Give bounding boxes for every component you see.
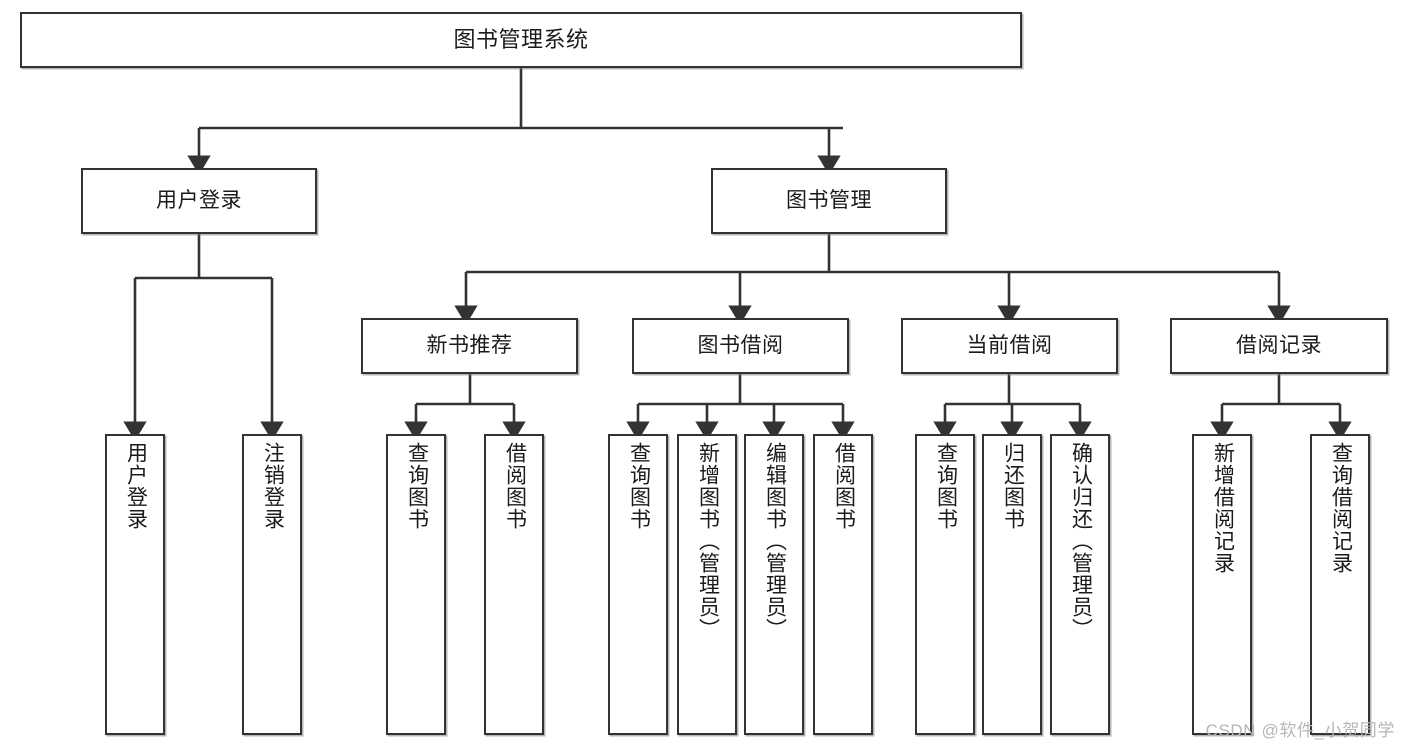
node-label: 当前借阅 <box>966 333 1053 357</box>
watermark: CSDN @软件_小贺同学 <box>1205 721 1395 740</box>
node-leaf-cur-confirm-return[interactable]: 确认归还（管理员） <box>1050 434 1110 735</box>
node-branch-current-borrow[interactable]: 当前借阅 <box>901 318 1118 374</box>
node-leaf-cur-return-book[interactable]: 归还图书 <box>982 434 1042 735</box>
node-leaf-borrow-edit-book[interactable]: 编辑图书（管理员） <box>744 434 804 735</box>
node-label: 用户登录 <box>124 442 148 530</box>
node-leaf-rec-query-book[interactable]: 查询图书 <box>386 434 446 735</box>
node-label: 查询借阅记录 <box>1329 442 1353 574</box>
node-label: 借阅图书 <box>832 442 856 530</box>
node-branch-new-book-rec[interactable]: 新书推荐 <box>361 318 578 374</box>
node-leaf-borrow-add-book[interactable]: 新增图书（管理员） <box>677 434 737 735</box>
node-label: 图书管理系统 <box>453 27 589 53</box>
node-leaf-rec-add-record[interactable]: 新增借阅记录 <box>1192 434 1252 735</box>
node-leaf-user-logout[interactable]: 注销登录 <box>242 434 302 735</box>
node-branch-book-borrow[interactable]: 图书借阅 <box>632 318 849 374</box>
node-label: 图书管理 <box>786 188 872 212</box>
node-label: 查询图书 <box>934 442 958 530</box>
node-root[interactable]: 图书管理系统 <box>20 12 1022 68</box>
node-label: 新增图书（管理员） <box>696 442 720 640</box>
node-branch-user-login[interactable]: 用户登录 <box>81 168 317 234</box>
node-label: 归还图书 <box>1001 442 1025 530</box>
node-label: 查询图书 <box>627 442 651 530</box>
node-label: 新书推荐 <box>426 333 513 357</box>
node-leaf-cur-query-book[interactable]: 查询图书 <box>915 434 975 735</box>
node-leaf-rec-borrow-book[interactable]: 借阅图书 <box>484 434 544 735</box>
node-leaf-user-login-do[interactable]: 用户登录 <box>105 434 165 735</box>
node-label: 图书借阅 <box>697 333 784 357</box>
node-label: 借阅记录 <box>1236 333 1322 357</box>
node-branch-borrow-record[interactable]: 借阅记录 <box>1170 318 1388 374</box>
node-label: 查询图书 <box>405 442 429 530</box>
node-label: 编辑图书（管理员） <box>763 442 787 640</box>
node-label: 确认归还（管理员） <box>1069 442 1093 640</box>
node-label: 用户登录 <box>156 188 242 212</box>
node-label: 借阅图书 <box>503 442 527 530</box>
node-label: 新增借阅记录 <box>1211 442 1235 574</box>
node-branch-book-manage[interactable]: 图书管理 <box>711 168 947 234</box>
node-leaf-borrow-query-book[interactable]: 查询图书 <box>608 434 668 735</box>
node-leaf-rec-query-record[interactable]: 查询借阅记录 <box>1310 434 1370 735</box>
node-leaf-borrow-borrow-book[interactable]: 借阅图书 <box>813 434 873 735</box>
node-label: 注销登录 <box>261 442 285 530</box>
